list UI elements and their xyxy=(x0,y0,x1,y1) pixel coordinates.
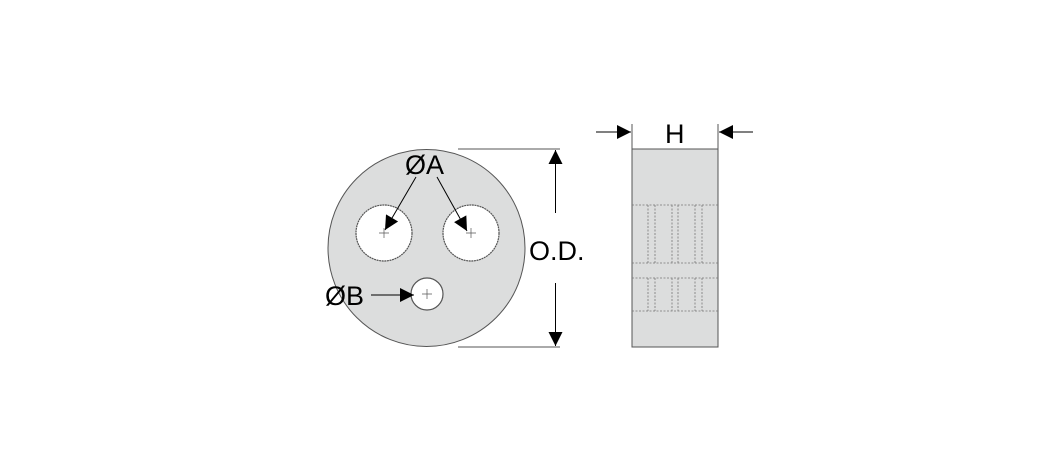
hole-a-left-arrow xyxy=(384,176,417,231)
hole-b-label: ØB xyxy=(325,281,364,311)
hidden-holes xyxy=(632,204,718,312)
od-label: O.D. xyxy=(529,236,585,266)
front-view: ØA ØB O.D. xyxy=(325,148,585,348)
hole-a-right-arrow xyxy=(436,176,468,232)
center-marks xyxy=(379,228,476,299)
h-label: H xyxy=(665,119,685,149)
hole-a-label: ØA xyxy=(405,150,444,180)
od-dimension: O.D. xyxy=(458,148,585,348)
h-dimension: H xyxy=(596,119,753,149)
side-view: H xyxy=(596,119,753,348)
side-body xyxy=(631,148,719,348)
outer-disc xyxy=(327,149,526,347)
